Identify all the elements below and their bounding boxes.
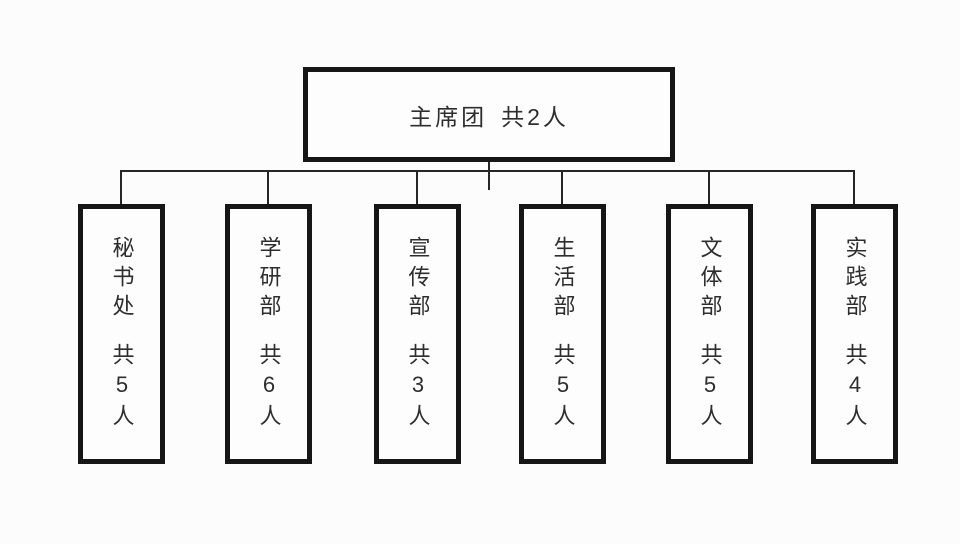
connector-drop — [416, 170, 418, 204]
dept-count: 共5人 — [697, 342, 723, 433]
dept-label: 秘书处 — [109, 235, 135, 323]
dept-label: 文体部 — [697, 235, 723, 323]
dept-count: 共3人 — [405, 342, 431, 433]
dept-count: 共4人 — [842, 342, 868, 433]
dept-text: 宣传部 共3人 — [405, 235, 431, 433]
dept-box: 宣传部 共3人 — [374, 204, 461, 464]
dept-count: 共5人 — [550, 342, 576, 433]
dept-box: 生活部 共5人 — [519, 204, 606, 464]
root-box: 主席团 共2人 — [303, 67, 675, 162]
connector-drop — [561, 170, 563, 204]
connector-drop — [267, 170, 269, 204]
dept-text: 实践部 共4人 — [842, 235, 868, 433]
dept-box: 实践部 共4人 — [811, 204, 898, 464]
root-label: 主席团 — [409, 103, 488, 130]
dept-box: 文体部 共5人 — [666, 204, 753, 464]
connector-drop — [120, 170, 122, 204]
dept-label: 实践部 — [842, 235, 868, 323]
root-count: 共2人 — [501, 103, 569, 130]
dept-box: 学研部 共6人 — [225, 204, 312, 464]
connector-root-stub — [488, 162, 490, 190]
dept-text: 文体部 共5人 — [697, 235, 723, 433]
connector-bus-line — [121, 170, 855, 172]
dept-text: 生活部 共5人 — [550, 235, 576, 433]
dept-text: 学研部 共6人 — [256, 235, 282, 433]
dept-text: 秘书处 共5人 — [109, 235, 135, 433]
connector-drop — [853, 170, 855, 204]
connector-drop — [708, 170, 710, 204]
dept-label: 宣传部 — [405, 235, 431, 323]
dept-count: 共6人 — [256, 342, 282, 433]
dept-label: 生活部 — [550, 235, 576, 323]
dept-box: 秘书处 共5人 — [78, 204, 165, 464]
dept-label: 学研部 — [256, 235, 282, 323]
dept-count: 共5人 — [109, 342, 135, 433]
